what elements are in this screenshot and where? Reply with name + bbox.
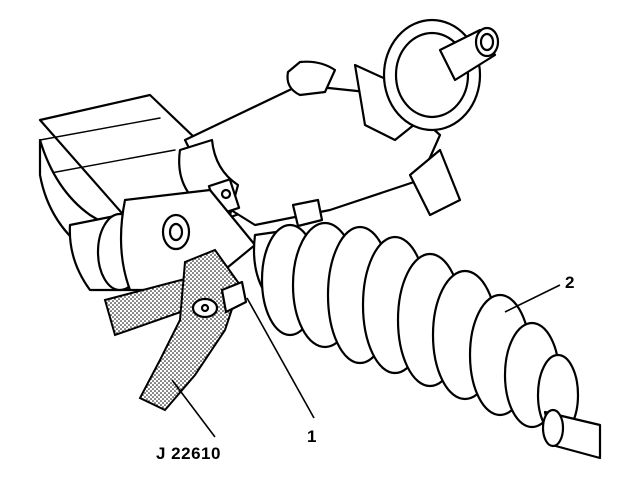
callout-part-1: 1: [307, 427, 317, 446]
clamp-pliers-tool: [103, 248, 248, 412]
input-shaft: [382, 18, 500, 132]
leader-line-tool: [171, 379, 216, 438]
boot-bellows: [260, 221, 580, 437]
leader-line-1: [246, 297, 315, 419]
tie-rod: [541, 408, 602, 460]
leader-line-2: [504, 284, 561, 313]
callout-part-2: 2: [565, 273, 575, 292]
callout-tool: J 22610: [156, 444, 221, 463]
